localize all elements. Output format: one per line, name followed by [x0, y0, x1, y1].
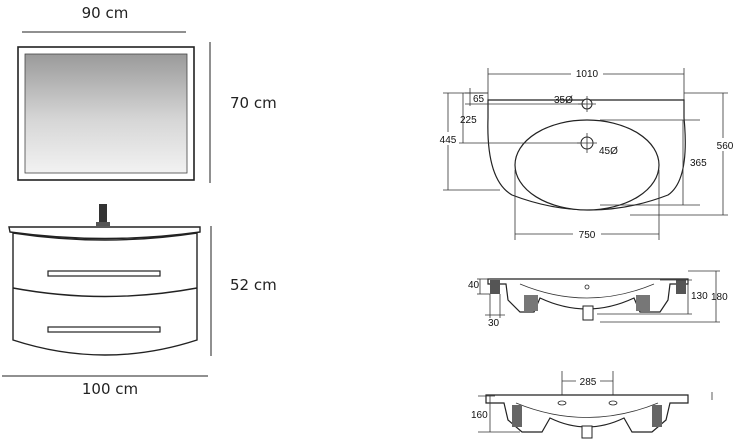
- bowl-outline: [514, 119, 660, 211]
- overall-width-label: 1010: [576, 69, 599, 80]
- drain-offset-label: 225: [460, 115, 477, 126]
- cabinet-width-label: 100 cm: [82, 380, 138, 398]
- basin-front-section: 285 160: [471, 371, 713, 439]
- overall-depth-label: 560: [717, 141, 734, 152]
- rim-label: 40: [468, 280, 480, 291]
- cabinet-drawing: 52 cm 100 cm: [2, 204, 277, 398]
- basin-side-section: 40 30 130 180: [468, 270, 728, 329]
- basin-top-view: 1010 35Ø 45Ø 65 225 445 365: [437, 66, 738, 241]
- faucet-icon: [99, 204, 107, 224]
- tap-hole-label: 35Ø: [554, 95, 573, 106]
- drawer-handle-top: [47, 270, 161, 277]
- mirror-drawing: 90 cm 70 cm: [17, 4, 277, 183]
- overall-height-label: 180: [711, 292, 728, 303]
- cabinet-body: [12, 232, 198, 356]
- mirror-height-label: 70 cm: [230, 94, 277, 112]
- front-height-label: 160: [471, 410, 488, 421]
- bowl-height-label: 130: [691, 291, 708, 302]
- cabinet-height-label: 52 cm: [230, 276, 277, 294]
- drain-hole-label: 45Ø: [599, 146, 618, 157]
- bowl-depth-label: 365: [690, 158, 707, 169]
- tap-offset-label: 65: [473, 94, 485, 105]
- drawer-separator: [12, 287, 198, 298]
- drawer-handle-bottom: [47, 326, 161, 333]
- drain-pipe: [582, 305, 594, 321]
- hole-spacing-label: 285: [580, 377, 597, 388]
- depth-mid-label: 445: [440, 135, 457, 146]
- bowl-width-label: 750: [579, 230, 596, 241]
- wall-label: 30: [488, 318, 500, 329]
- mirror-width-label: 90 cm: [82, 4, 129, 22]
- front-drain-pipe: [581, 425, 593, 439]
- mirror-glass: [24, 53, 188, 174]
